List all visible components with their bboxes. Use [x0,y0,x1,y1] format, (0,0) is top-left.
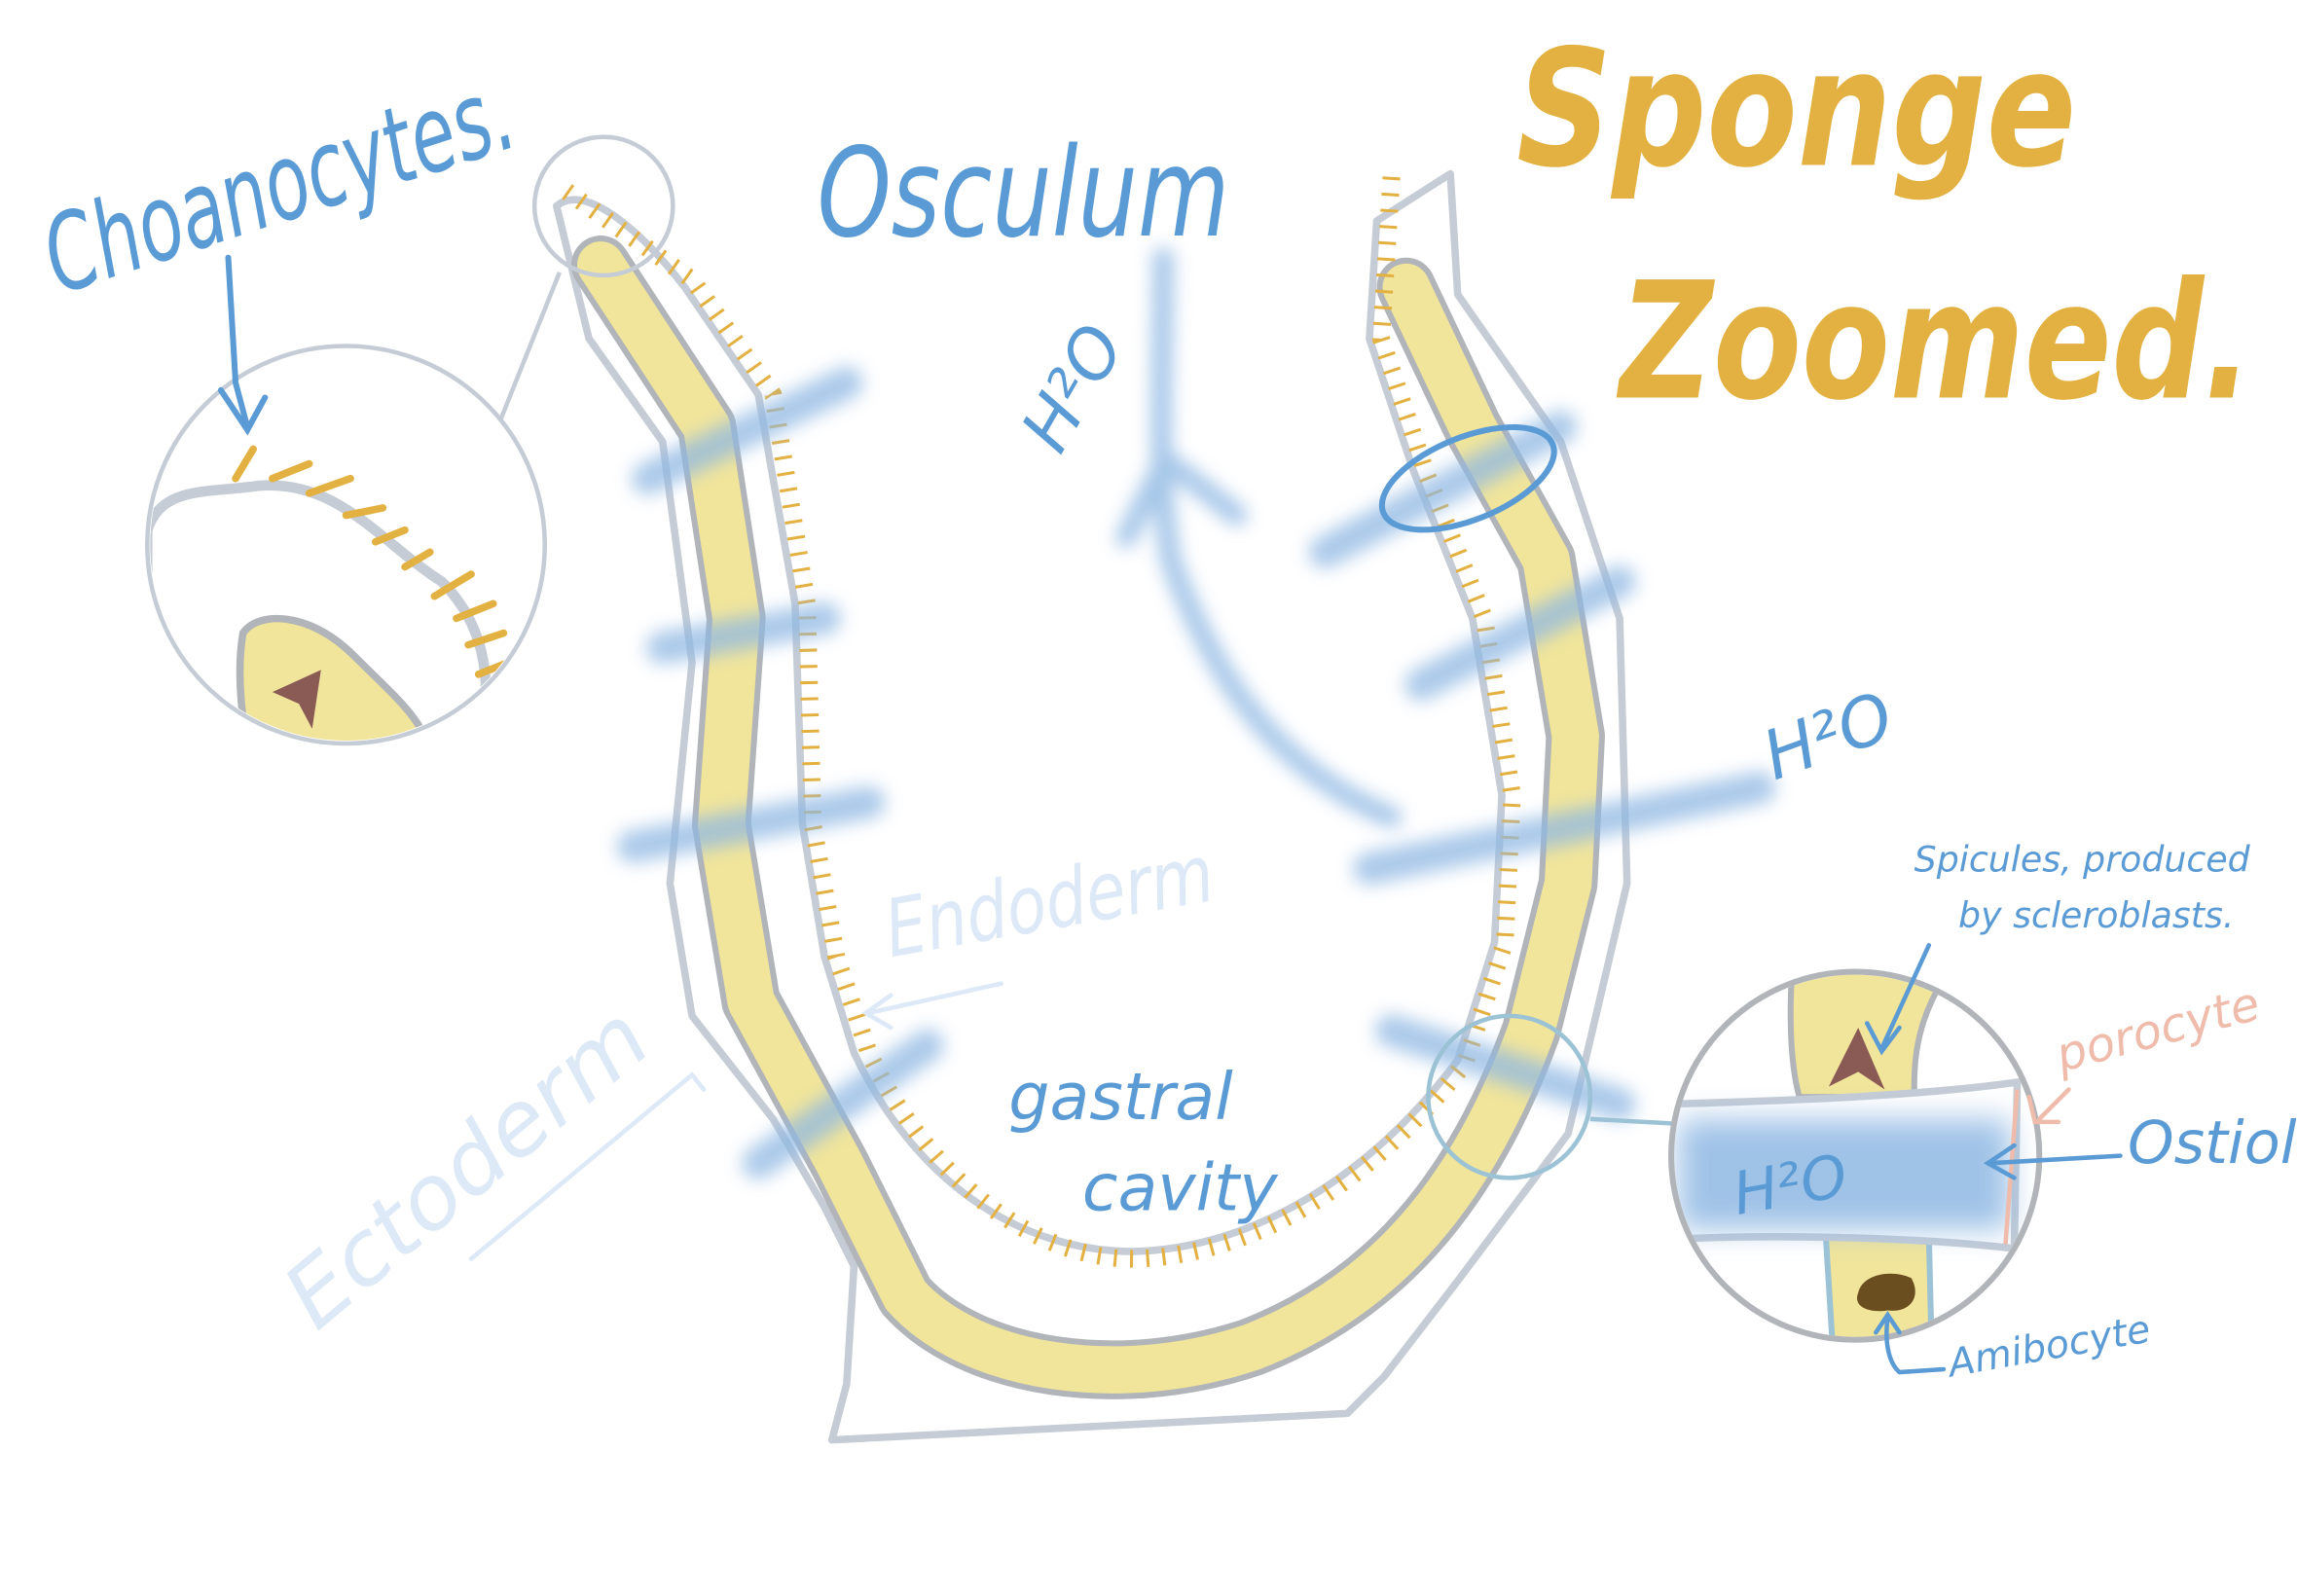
label-osculum: Osculum [818,121,1230,265]
water-flow-arrow [1115,247,1403,828]
zoom-connector-right [1589,1116,1672,1126]
label-ostiole: Ostiole [2128,1109,2297,1178]
choanocytes-arrow [217,254,269,436]
spicules-pointer [1864,943,1932,1056]
zoom-marker-pore [1426,1013,1593,1180]
label-gastral: gastral [1008,1059,1233,1135]
title-line2: Zoomed. [1616,248,2252,436]
ectoderm-pointer [468,1071,707,1261]
label-cavity: cavity [1082,1150,1279,1226]
label-choanocytes: Choanocytes. [28,51,529,318]
spicule-shape-zoom [1828,1028,1885,1090]
label-water-top: H²O [1006,311,1141,464]
zoom-connector-left [498,272,562,421]
label-porocyte: porocyte [2050,977,2266,1084]
pore-zoom-view [1674,974,2037,1337]
title-line1: Sponge [1516,16,2076,203]
zoom-circle-left [145,344,548,746]
pore-channels [616,366,1776,1179]
porocyte-pointer [2026,1087,2071,1125]
amibocyte-pointer [1874,1310,1947,1375]
spicule-shape [272,670,321,729]
label-endoderm: Endoderm [878,827,1221,976]
zoom-circle-right [1668,968,2043,1343]
mesohyl-band [577,241,1599,1394]
label-spicules-line2: by scleroblasts. [1958,894,2234,936]
choanocyte-zoom-view [150,348,542,741]
label-spicules-line1: Spicules, produced [1914,839,2251,881]
endoderm-pointer [861,981,1003,1031]
label-ectoderm: Ectoderm [265,987,669,1349]
ostiole-pointer [1983,1143,2123,1180]
label-water-right: H²O [1753,677,1904,796]
amibocyte-cell [1856,1273,1915,1312]
osculum-ring-highlight [1378,423,1557,533]
label-amibocyte: Amibocyte [1942,1307,2153,1387]
zoom-marker-small [531,134,675,278]
